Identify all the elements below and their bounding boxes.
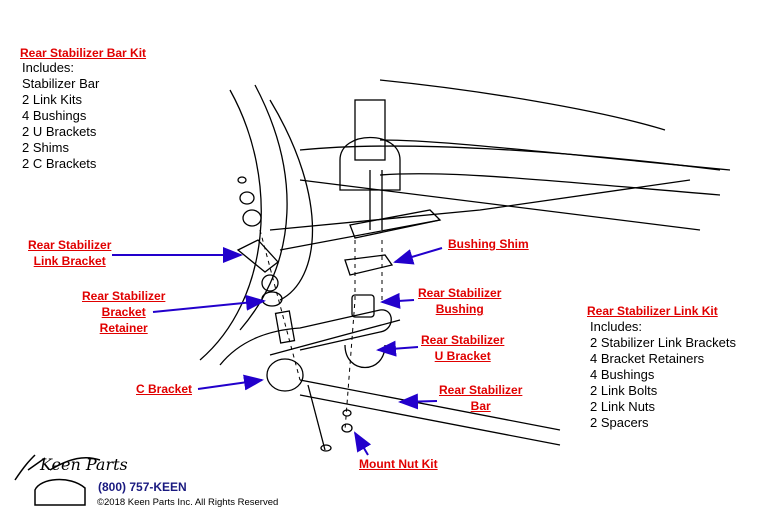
label-line: Rear Stabilizer: [418, 286, 502, 300]
label-line: Rear Stabilizer: [421, 333, 505, 347]
keen-parts-logo: Keen Parts: [14, 454, 128, 506]
includes-label: Includes:: [22, 60, 75, 75]
callout-arrows: [112, 247, 443, 456]
bushing-shim-link[interactable]: Bushing Shim: [448, 236, 529, 252]
label-line: Bar: [470, 399, 491, 413]
bracket-retainer-link[interactable]: Rear Stabilizer Bracket Retainer: [82, 288, 165, 336]
list-item: 4 Bushings: [590, 367, 655, 382]
label-line: Bushing Shim: [448, 237, 529, 251]
label-line: C Bracket: [136, 382, 193, 396]
stabilizer-bar-link[interactable]: Rear Stabilizer Bar: [439, 382, 522, 414]
chassis-drawing: [199, 79, 731, 452]
label-line: Rear Stabilizer: [82, 289, 166, 303]
bar-kit-includes: Includes: Stabilizer Bar 2 Link Kits 4 B…: [22, 60, 99, 172]
copyright: ©2018 Keen Parts Inc. All Rights Reserve…: [97, 497, 279, 508]
list-item: 2 U Brackets: [22, 124, 97, 139]
link-kit-includes: Includes: 2 Stabilizer Link Brackets 4 B…: [590, 319, 736, 431]
includes-label: Includes:: [590, 319, 643, 334]
list-item: 4 Bracket Retainers: [590, 351, 705, 366]
label-line: Rear Stabilizer: [439, 383, 523, 397]
list-item: Stabilizer Bar: [22, 76, 100, 91]
label-line: Mount Nut Kit: [359, 457, 438, 471]
u-bracket-link[interactable]: Rear Stabilizer U Bracket: [421, 332, 504, 364]
list-item: 2 Spacers: [590, 415, 649, 430]
list-item: 2 Shims: [22, 140, 69, 155]
rear-stabilizer-bar-kit-link[interactable]: Rear Stabilizer Bar Kit: [20, 46, 147, 60]
c-bracket-link[interactable]: C Bracket: [136, 381, 192, 397]
list-item: 2 Link Nuts: [590, 399, 656, 414]
list-item: 2 C Brackets: [22, 156, 97, 171]
label-line: U Bracket: [434, 349, 491, 363]
label-line: Link Bracket: [33, 254, 106, 268]
list-item: 2 Link Kits: [22, 92, 82, 107]
phone-number: (800) 757-KEEN: [98, 480, 187, 494]
list-item: 2 Stabilizer Link Brackets: [590, 335, 736, 350]
label-line: Rear Stabilizer: [28, 238, 112, 252]
list-item: 4 Bushings: [22, 108, 87, 123]
assembly-guide-lines: [259, 229, 383, 431]
label-line: Bushing: [435, 302, 484, 316]
list-item: 2 Link Bolts: [590, 383, 658, 398]
label-line: Bracket: [101, 305, 146, 319]
label-line: Retainer: [99, 321, 148, 335]
logo-text: Keen Parts: [39, 455, 128, 474]
link-bracket-link[interactable]: Rear Stabilizer Link Bracket: [28, 237, 111, 269]
bushing-link[interactable]: Rear Stabilizer Bushing: [418, 285, 501, 317]
mount-nut-kit-link[interactable]: Mount Nut Kit: [359, 456, 438, 472]
rear-stabilizer-link-kit-link[interactable]: Rear Stabilizer Link Kit: [587, 304, 718, 318]
